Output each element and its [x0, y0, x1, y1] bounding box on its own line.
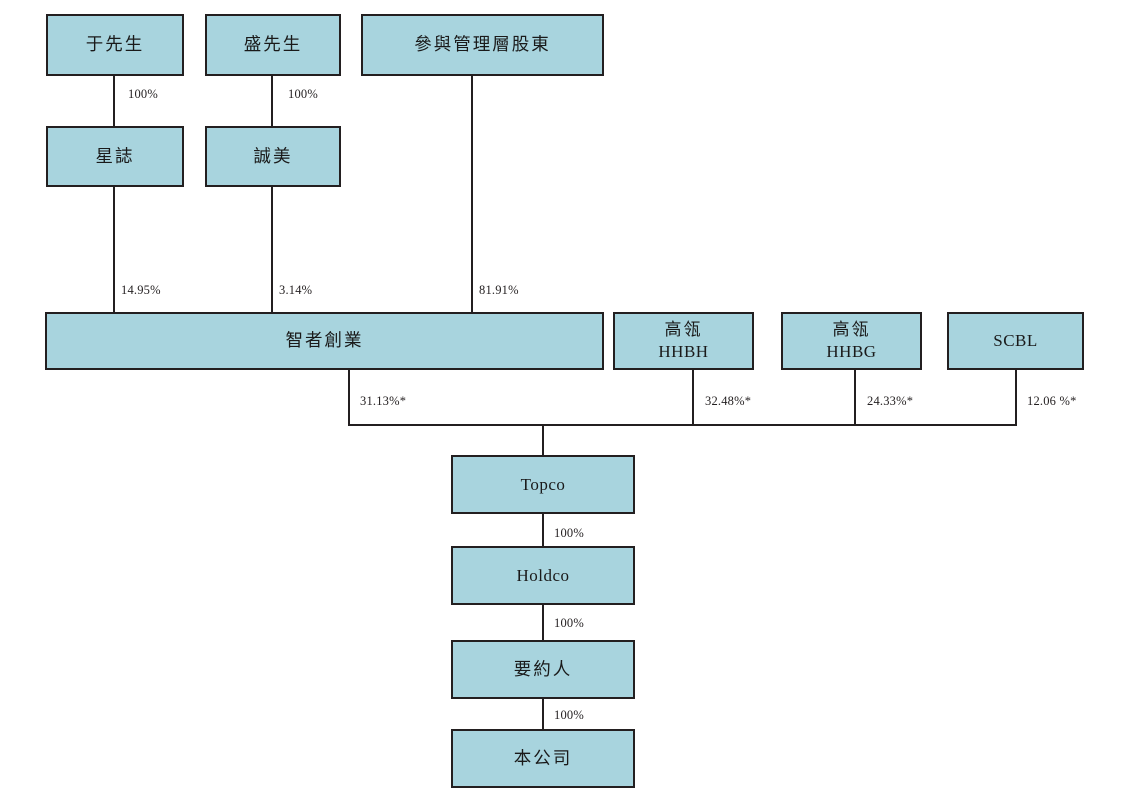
node-topco[interactable]: Topco [451, 455, 635, 514]
node-label: 本公司 [513, 747, 573, 768]
edge-label-topco-holdco: 100% [554, 526, 584, 540]
node-label: 高瓴 [832, 320, 871, 340]
connector-topco-holdco [542, 514, 544, 546]
node-label: 盛先生 [243, 34, 303, 55]
node-label: Topco [520, 474, 566, 494]
edge-label-yu-xingzhi: 100% [128, 87, 158, 101]
connector-xingzhi-zhizhe [113, 187, 115, 312]
connector-management-zhizhe [471, 76, 473, 312]
node-scbl[interactable]: SCBL [947, 312, 1084, 370]
node-hillhouse-hhbh[interactable]: 高瓴 HHBH [613, 312, 754, 370]
node-label: 參與管理層股東 [414, 34, 551, 55]
node-label: SCBL [993, 331, 1038, 351]
edge-label-scbl-topco: 12.06 %* [1027, 394, 1077, 408]
connector-scbl-bus [1015, 370, 1017, 426]
connector-topco-bus [348, 424, 1017, 426]
node-zhizhe-chuangye[interactable]: 智者創業 [45, 312, 604, 370]
node-label: Holdco [516, 565, 570, 585]
edge-label-sheng-chengmei: 100% [288, 87, 318, 101]
node-label: 高瓴 [664, 320, 703, 340]
edge-label-offeror-company: 100% [554, 708, 584, 722]
node-chengmei[interactable]: 誠美 [205, 126, 341, 187]
node-company[interactable]: 本公司 [451, 729, 635, 788]
edge-label-zhizhe-topco: 31.13%* [360, 394, 407, 408]
node-label: 要約人 [513, 658, 573, 679]
node-hillhouse-hhbg[interactable]: 高瓴 HHBG [781, 312, 922, 370]
node-sheng[interactable]: 盛先生 [205, 14, 341, 76]
connector-hhbg-bus [854, 370, 856, 426]
connector-sheng-chengmei [271, 76, 273, 126]
node-holdco[interactable]: Holdco [451, 546, 635, 605]
node-label: 誠美 [253, 145, 293, 166]
connector-chengmei-zhizhe [271, 187, 273, 312]
node-label: 于先生 [85, 34, 145, 55]
node-label: 星誌 [95, 145, 135, 166]
node-label-stack: 高瓴 HHBH [658, 319, 708, 363]
edge-label-holdco-offeror: 100% [554, 616, 584, 630]
node-management-shareholders[interactable]: 參與管理層股東 [361, 14, 604, 76]
connector-offeror-company [542, 699, 544, 729]
connector-holdco-offeror [542, 605, 544, 640]
connector-zhizhe-bus [348, 370, 350, 426]
node-label-secondary: HHBG [826, 342, 877, 361]
edge-label-xingzhi-zhizhe: 14.95% [121, 283, 161, 297]
node-offeror[interactable]: 要約人 [451, 640, 635, 699]
node-label: 智者創業 [285, 330, 364, 351]
connector-bus-topco [542, 424, 544, 455]
connector-hhbh-bus [692, 370, 694, 426]
node-label-secondary: HHBH [658, 342, 709, 361]
edge-label-management-zhizhe: 81.91% [479, 283, 519, 297]
edge-label-chengmei-zhizhe: 3.14% [279, 283, 313, 297]
connector-yu-xingzhi [113, 76, 115, 126]
node-xingzhi[interactable]: 星誌 [46, 126, 184, 187]
edge-label-hhbg-topco: 24.33%* [867, 394, 914, 408]
node-label-stack: 高瓴 HHBG [826, 319, 876, 363]
node-yu[interactable]: 于先生 [46, 14, 184, 76]
edge-label-hhbh-topco: 32.48%* [705, 394, 752, 408]
